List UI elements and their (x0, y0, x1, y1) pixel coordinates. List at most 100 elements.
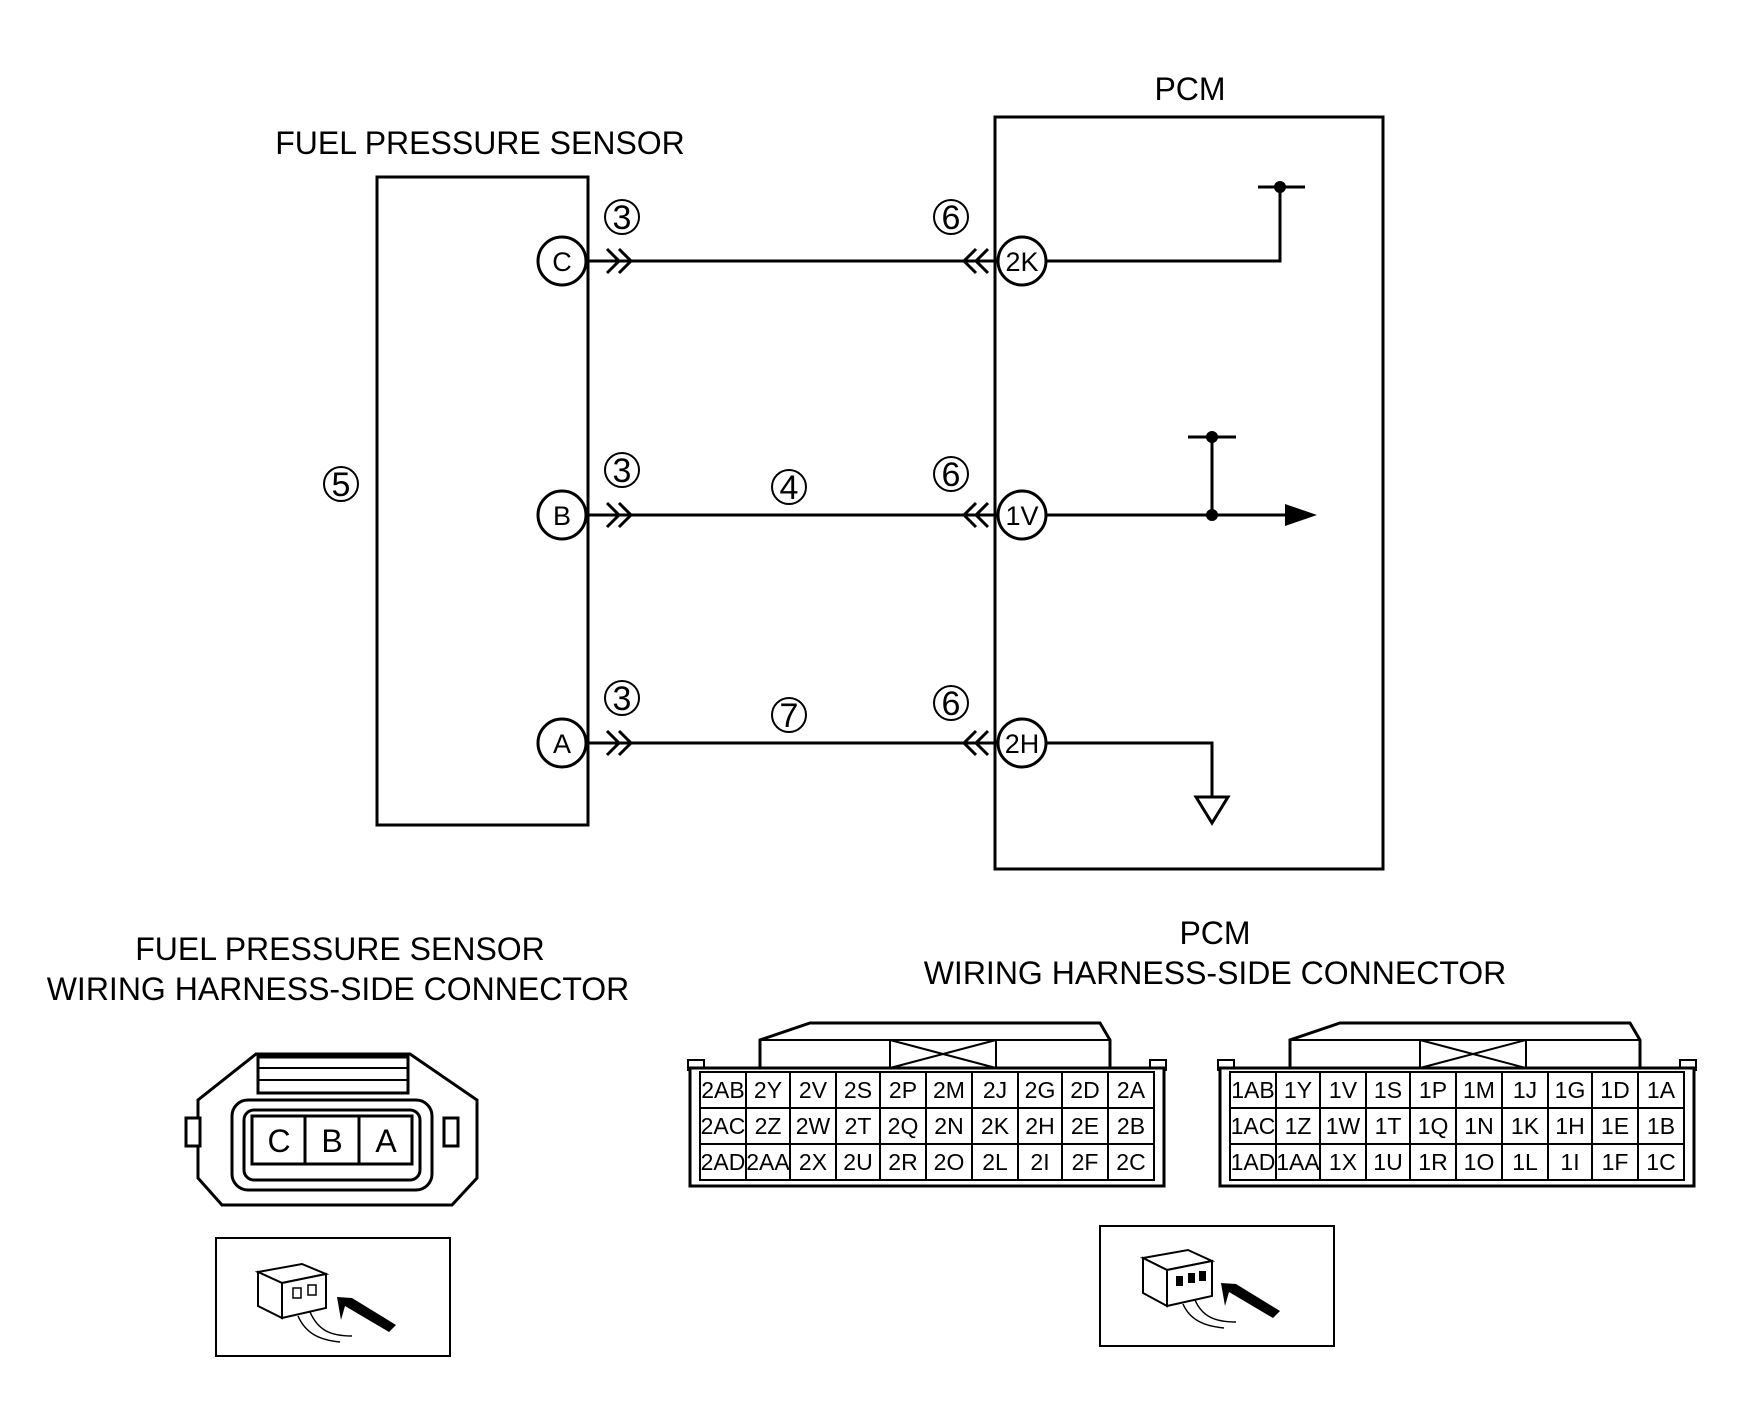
terminal-label: 1K (1511, 1113, 1540, 1139)
terminal-label: 2F (1072, 1149, 1099, 1175)
terminal-label: 1A (1647, 1077, 1676, 1103)
terminal-cell (925, 1143, 973, 1181)
connector-chevrons (605, 247, 990, 757)
terminal-cell (699, 1107, 747, 1145)
pcm-harness-connector: 2AB2AC2AD2Y2Z2AA2V2W2X2S2T2U2P2Q2R2M2N2O… (687, 1021, 1697, 1188)
terminal-label: 2G (1025, 1077, 1056, 1103)
sensor-view-direction-icon (215, 1237, 451, 1357)
terminal-label: 1H (1555, 1113, 1584, 1139)
terminal-cell (1107, 1143, 1155, 1181)
terminal-label: 2T (845, 1113, 872, 1139)
terminal-cell (1365, 1071, 1411, 1109)
terminal-label: 1G (1555, 1077, 1586, 1103)
terminal-label: 2V (799, 1077, 828, 1103)
callout-circle-6-c (933, 199, 969, 235)
terminal-label: 2I (1030, 1149, 1049, 1175)
sensor-plug-cavity (242, 1108, 422, 1182)
sensor-plug-terminal-block (250, 1114, 414, 1166)
pcm-2h-internal-line (1045, 741, 1214, 797)
terminal-cell (1547, 1071, 1593, 1109)
sensor-connector-chevron-a (605, 729, 622, 757)
terminal-label: 2N (934, 1113, 963, 1139)
callout-circle-6-a (933, 685, 969, 721)
pcm-connector-chevron-b (961, 501, 978, 529)
terminal-label: 2B (1117, 1113, 1145, 1139)
terminal-label: 1F (1602, 1149, 1629, 1175)
pcm-connector-block-2: 2AB2AC2AD2Y2Z2AA2V2W2X2S2T2U2P2Q2R2M2N2O… (687, 1021, 1167, 1188)
fuel-pressure-sensor-box (375, 175, 590, 827)
terminal-cell (1017, 1143, 1063, 1181)
terminal-label: 1S (1374, 1077, 1402, 1103)
pcm-1v-junction-dot (1206, 509, 1218, 521)
sensor-pin-b: B (536, 489, 588, 541)
sensor-pin-c: C (536, 235, 588, 287)
terminal-label: 2M (933, 1077, 965, 1103)
terminal-label: 2Q (888, 1113, 919, 1139)
terminal-label: 2AD (701, 1149, 746, 1175)
terminal-label: 2L (982, 1149, 1008, 1175)
sensor-pin-a-label: A (553, 729, 571, 759)
terminal-label: 1AA (1276, 1149, 1320, 1175)
pcm-connector-chevron-b-2 (973, 501, 990, 529)
terminal-cell (1365, 1107, 1411, 1145)
callout-circle-3-a (604, 680, 640, 716)
sensor-connector-title-line-2: WIRING HARNESS-SIDE CONNECTOR (47, 971, 630, 1007)
terminal-label: 2H (1025, 1113, 1054, 1139)
terminal-label: 1V (1329, 1077, 1358, 1103)
sensor-harness-connector (184, 1052, 479, 1207)
pcm-pin-2h: 2H (996, 717, 1048, 769)
terminal-label: 2O (934, 1149, 965, 1175)
terminal-label: 1AB (1231, 1077, 1274, 1103)
terminal-label: 2P (889, 1077, 917, 1103)
terminal-label: 1X (1329, 1149, 1357, 1175)
sensor-plug-terminal-b: B (321, 1123, 342, 1159)
terminal-label: 2E (1071, 1113, 1099, 1139)
terminal-cell (1107, 1071, 1155, 1109)
callout-7-wire-a: 7 (780, 697, 799, 735)
pcm-pin-1v: 1V (996, 489, 1048, 541)
terminal-label: 2AB (701, 1077, 744, 1103)
pcm-pin-2k-label: 2K (1005, 247, 1038, 277)
terminal-cell (1365, 1143, 1411, 1181)
callout-3-sensor-connector-a: 3 (613, 680, 632, 718)
terminal-cell (879, 1143, 927, 1181)
pcm-connector-block-1: 1AB1AC1AD1Y1Z1AA1V1W1X1S1T1U1P1Q1R1M1N1O… (1217, 1021, 1697, 1188)
terminal-cell (1061, 1143, 1109, 1181)
terminal-cell (835, 1107, 881, 1145)
pcm-view-direction-icon (1099, 1225, 1335, 1347)
callout-6-pcm-connector-c: 6 (942, 199, 961, 237)
terminal-cell (1591, 1143, 1639, 1181)
pcm-connector-chevron-c (961, 247, 978, 275)
terminal-cell (1319, 1107, 1367, 1145)
pcm-box (993, 115, 1385, 871)
sensor-plug-right-tab (442, 1116, 460, 1148)
pcm-title: PCM (1154, 71, 1225, 107)
terminal-cell (1455, 1143, 1503, 1181)
connector-hood (1288, 1021, 1642, 1068)
terminal-cell (835, 1143, 881, 1181)
terminal-label: 2Z (755, 1113, 782, 1139)
terminal-label: 1I (1560, 1149, 1579, 1175)
sensor-connector-chevron-c-2 (617, 247, 634, 275)
terminal-cell (1319, 1143, 1367, 1181)
connector-hood (758, 1021, 1112, 1068)
pcm-2k-internal-line (1045, 187, 1282, 263)
sensor-plug-left-tab (184, 1116, 202, 1148)
connector-lock-x-2 (889, 1039, 997, 1069)
sensor-plug-terminal-a: A (375, 1123, 397, 1159)
terminal-label: 2U (843, 1149, 872, 1175)
callout-6-pcm-connector-b: 6 (942, 456, 961, 494)
terminal-cell (1229, 1107, 1277, 1145)
terminal-label: 1W (1326, 1113, 1361, 1139)
terminal-label: 1O (1464, 1149, 1495, 1175)
terminal-label: 2S (844, 1077, 872, 1103)
terminal-label: 2D (1070, 1077, 1099, 1103)
sensor-connector-chevron-b (605, 501, 622, 529)
wires (586, 185, 1305, 797)
callout-circle-7 (771, 697, 807, 733)
terminal-label: 2J (983, 1077, 1007, 1103)
signal-arrow-icon (1285, 504, 1317, 526)
terminal-label: 2Y (754, 1077, 782, 1103)
sensor-plug-terminal-c: C (267, 1123, 290, 1159)
terminal-label: 1T (1375, 1113, 1402, 1139)
